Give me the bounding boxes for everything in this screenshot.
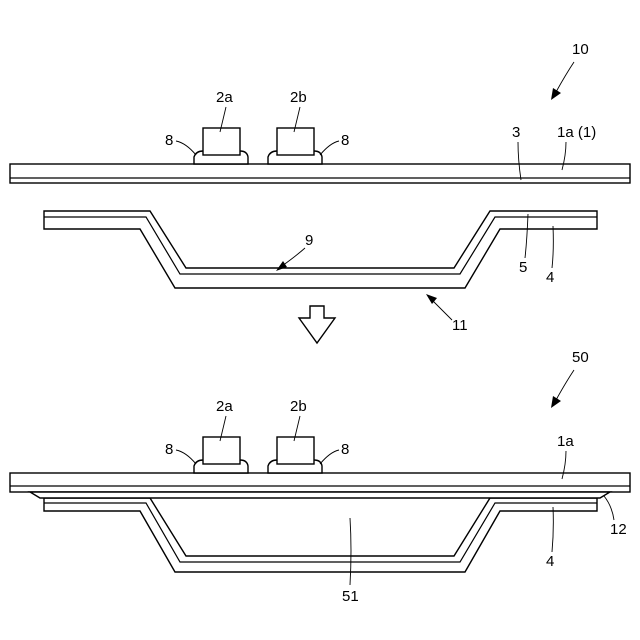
bottom-label-8-left: 8	[165, 441, 173, 458]
top-label-2b: 2b	[290, 89, 307, 106]
top-label-9: 9	[305, 232, 313, 249]
bottom-chip-2b	[277, 437, 314, 464]
top-arrow-11	[426, 294, 452, 320]
top-cover-member	[44, 211, 597, 288]
bottom-seal-12	[30, 492, 610, 498]
bottom-label-2a: 2a	[216, 398, 233, 415]
top-label-2a: 2a	[216, 89, 233, 106]
top-substrate	[10, 164, 630, 183]
top-label-5: 5	[519, 259, 527, 276]
top-chip-2b	[277, 128, 314, 155]
bottom-cover-member	[44, 498, 597, 572]
bottom-chip-2a	[203, 437, 240, 464]
bottom-substrate	[10, 473, 630, 492]
top-label-11: 11	[452, 317, 468, 334]
transition-arrow-icon	[299, 306, 335, 343]
figure-arrow-50	[551, 370, 574, 408]
figure-number-50: 50	[572, 349, 589, 366]
top-label-4: 4	[546, 269, 554, 286]
top-chip-2a	[203, 128, 240, 155]
top-figure: 10 2a 2b 8 8 3 1a (1) 9	[10, 41, 630, 334]
figure-arrow-10	[551, 62, 574, 100]
bottom-label-8-right: 8	[341, 441, 349, 458]
bottom-label-1a: 1a	[557, 433, 574, 450]
bottom-label-4: 4	[546, 553, 554, 570]
top-label-1a: 1a (1)	[557, 124, 596, 141]
figure-number-10: 10	[572, 41, 589, 58]
bottom-figure: 50 2a 2b 8 8 1a 12	[10, 349, 630, 605]
top-label-3: 3	[512, 124, 520, 141]
bottom-label-2b: 2b	[290, 398, 307, 415]
top-label-8-left: 8	[165, 132, 173, 149]
bottom-cover-inner-line	[44, 503, 597, 562]
top-label-8-right: 8	[341, 132, 349, 149]
bottom-label-51: 51	[342, 588, 359, 605]
bottom-label-12: 12	[610, 521, 627, 538]
